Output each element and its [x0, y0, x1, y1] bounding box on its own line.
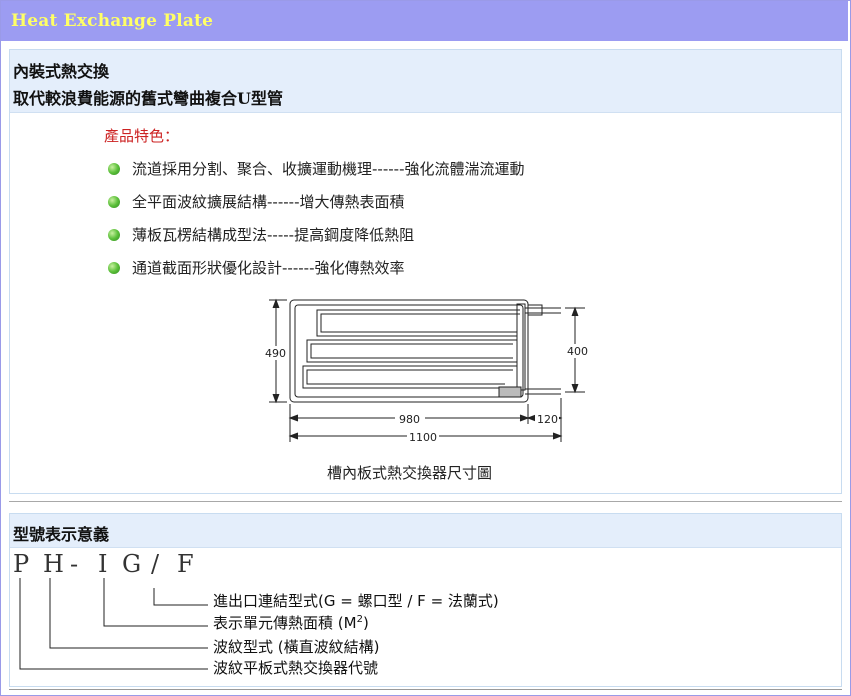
feature-item: 通道截面形狀優化設計------強化傳熱效率 — [108, 257, 404, 278]
feature-text: 薄板瓦楞結構成型法-----提高鋼度降低熱阻 — [132, 226, 415, 244]
diagram-caption: 槽內板式熱交換器尺寸圖 — [327, 464, 493, 482]
title-bar: Heat Exchange Plate — [1, 1, 848, 41]
feature-text: 全平面波紋擴展結構------增大傳熱表面積 — [132, 193, 405, 211]
model-heading: 型號表示意義 — [13, 525, 110, 544]
green-bullet-icon — [108, 162, 120, 175]
feature-item: 全平面波紋擴展結構------增大傳熱表面積 — [108, 191, 404, 212]
code-desc-area: 表示單元傳熱面積 (M2) — [213, 614, 369, 632]
code-char-i: I — [98, 550, 108, 578]
dim-width-pipe: 120 — [537, 413, 558, 426]
model-header: 型號表示意義 — [10, 514, 841, 548]
code-desc-connection: 進出口連結型式(G = 螺口型 / F = 法蘭式) — [213, 592, 499, 610]
model-panel: 型號表示意義 — [9, 513, 842, 687]
plate-inner-outline — [294, 304, 524, 398]
intro-heading-2: 取代較浪費能源的舊式彎曲複合U型管 — [13, 89, 283, 108]
code-char-slash: / — [151, 550, 160, 578]
page-title: Heat Exchange Plate — [11, 11, 214, 31]
feature-item: 薄板瓦楞結構成型法-----提高鋼度降低熱阻 — [108, 224, 414, 245]
dim-height-left: 490 — [265, 347, 286, 360]
intro-header: 內裝式熱交換 取代較浪費能源的舊式彎曲複合U型管 — [10, 50, 841, 113]
code-desc-corrugation: 波紋型式 (橫直波紋結構) — [213, 638, 380, 656]
intro-panel: 內裝式熱交換 取代較浪費能源的舊式彎曲複合U型管 — [9, 49, 842, 494]
dim-width-inner: 980 — [399, 413, 420, 426]
features-title: 產品特色： — [104, 127, 180, 145]
dim-height-right: 400 — [567, 345, 588, 358]
code-char-g: G — [122, 550, 142, 578]
green-bullet-icon — [108, 195, 120, 208]
section-divider — [9, 501, 842, 502]
code-connector-lines — [19, 578, 208, 670]
code-char-h: H — [43, 550, 64, 578]
code-char-f: F — [177, 550, 194, 578]
intro-heading-1: 內裝式熱交換 — [13, 62, 110, 81]
code-char-p: P — [13, 550, 30, 578]
feature-text: 通道截面形狀優化設計------強化傳熱效率 — [132, 259, 405, 277]
feature-text: 流道採用分割、聚合、收擴運動機理------強化流體湍流運動 — [132, 160, 525, 178]
feature-item: 流道採用分割、聚合、收擴運動機理------強化流體湍流運動 — [108, 158, 524, 179]
plate-outline — [289, 299, 529, 403]
bottom-divider — [9, 689, 842, 690]
code-desc-type: 波紋平板式熱交換器代號 — [213, 659, 379, 677]
green-bullet-icon — [108, 228, 120, 241]
code-char-dash: - — [70, 550, 79, 578]
dim-width-total: 1100 — [409, 431, 437, 444]
green-bullet-icon — [108, 261, 120, 274]
dimension-drawing: 490 400 980 120 1100 — [264, 298, 590, 444]
